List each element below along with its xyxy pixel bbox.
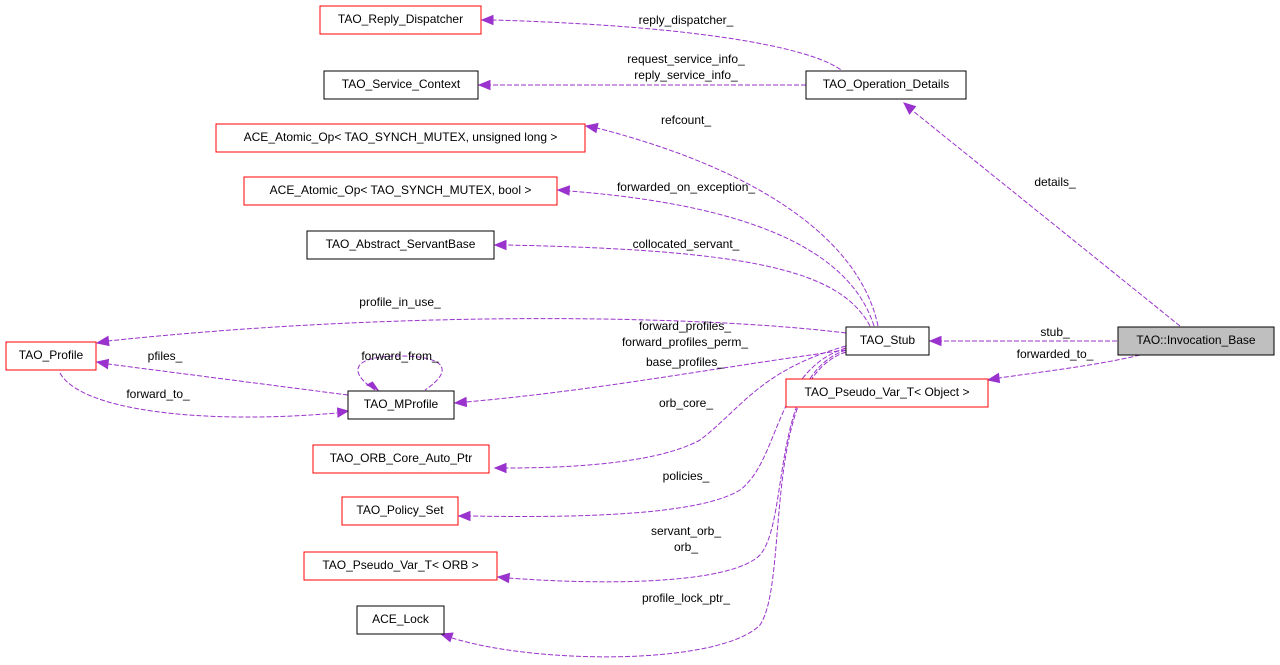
edge-forward-to: forward_to_ (59, 372, 350, 418)
edge-policies: policies_ (457, 347, 847, 522)
edge-label-collocated-servant: collocated_servant_ (633, 237, 740, 251)
edge-label-reply-service-info: reply_service_info_ (634, 68, 738, 82)
edge-profile-in-use: profile_in_use_ (95, 295, 847, 347)
node-label-pseudo-var-orb: TAO_Pseudo_Var_T< ORB > (322, 558, 478, 572)
edge-pfiles: pfiles_ (95, 349, 349, 396)
node-label-profile: TAO_Profile (19, 348, 84, 362)
edge-refcount: refcount_ (584, 113, 879, 327)
node-reply-dispatcher[interactable]: TAO_Reply_Dispatcher (319, 5, 482, 35)
edge-label-base-profiles: base_profiles_ (646, 355, 724, 369)
edge-label-request-service-info: request_service_info_ (627, 52, 745, 66)
edge-forwarded-on-exception: forwarded_on_exception_ (556, 180, 875, 327)
node-label-ace-lock: ACE_Lock (372, 612, 430, 626)
node-orb-core-auto-ptr[interactable]: TAO_ORB_Core_Auto_Ptr (312, 444, 490, 474)
edge-label-details: details_ (1034, 175, 1076, 189)
node-atomic-op-ulong[interactable]: ACE_Atomic_Op< TAO_SYNCH_MUTEX, unsigned… (215, 123, 586, 153)
edge-forwarded-to: forwarded_to_ (986, 347, 1141, 384)
edge-collocated-servant: collocated_servant_ (493, 237, 871, 327)
node-invocation-base[interactable]: TAO::Invocation_Base (1117, 326, 1275, 356)
node-label-orb-core-auto-ptr: TAO_ORB_Core_Auto_Ptr (330, 451, 473, 465)
edge-label-forwarded-to: forwarded_to_ (1017, 347, 1094, 361)
node-label-atomic-op-ulong: ACE_Atomic_Op< TAO_SYNCH_MUTEX, unsigned… (244, 130, 558, 144)
node-label-stub: TAO_Stub (860, 333, 915, 347)
node-ace-lock[interactable]: ACE_Lock (356, 605, 445, 635)
node-label-reply-dispatcher: TAO_Reply_Dispatcher (338, 12, 463, 26)
node-label-mprofile: TAO_MProfile (364, 397, 439, 411)
node-label-abstract-servantbase: TAO_Abstract_ServantBase (326, 237, 476, 251)
edge-label-forwarded-on-exception: forwarded_on_exception_ (617, 180, 755, 194)
node-stub[interactable]: TAO_Stub (845, 326, 930, 356)
node-pseudo-var-orb[interactable]: TAO_Pseudo_Var_T< ORB > (303, 551, 498, 581)
edge-label-pfiles: pfiles_ (148, 349, 183, 363)
node-profile[interactable]: TAO_Profile (5, 341, 97, 371)
edge-label-refcount: refcount_ (661, 113, 711, 127)
node-label-invocation-base: TAO::Invocation_Base (1136, 333, 1256, 347)
node-pseudo-var-object[interactable]: TAO_Pseudo_Var_T< Object > (785, 378, 989, 408)
node-policy-set[interactable]: TAO_Policy_Set (341, 496, 459, 526)
node-label-policy-set: TAO_Policy_Set (356, 503, 444, 517)
edge-profile-lock-ptr: profile_lock_ptr_ (439, 351, 847, 658)
edge-service-info: request_service_info_ reply_service_info… (477, 52, 806, 91)
edge-label-orb-core: orb_core_ (659, 396, 713, 410)
edge-label-forward-from: forward_from_ (361, 349, 439, 363)
edge-label-stub: stub_ (1040, 325, 1070, 339)
edge-label-forward-profiles-perm: forward_profiles_perm_ (622, 335, 748, 349)
node-service-context[interactable]: TAO_Service_Context (323, 70, 479, 100)
edge-label-reply-dispatcher: reply_dispatcher_ (639, 13, 734, 27)
node-operation-details[interactable]: TAO_Operation_Details (805, 70, 967, 100)
edge-label-forward-profiles: forward_profiles_ (639, 319, 731, 333)
edge-forward-profiles: forward_profiles_ forward_profiles_perm_… (453, 319, 847, 408)
node-atomic-op-bool[interactable]: ACE_Atomic_Op< TAO_SYNCH_MUTEX, bool > (243, 176, 558, 206)
node-mprofile[interactable]: TAO_MProfile (347, 390, 455, 420)
edge-label-servant-orb: servant_orb_ (651, 524, 721, 538)
node-label-operation-details: TAO_Operation_Details (823, 77, 950, 91)
edge-stub: stub_ (928, 325, 1117, 347)
edge-details: details_ (903, 102, 1181, 327)
edge-label-policies: policies_ (663, 469, 710, 483)
edge-reply-dispatcher: reply_dispatcher_ (480, 13, 847, 75)
edge-label-orb: orb_ (674, 540, 698, 554)
node-label-atomic-op-bool: ACE_Atomic_Op< TAO_SYNCH_MUTEX, bool > (270, 183, 532, 197)
edge-forward-from: forward_from_ (357, 349, 443, 392)
edge-orb-core: orb_core_ (493, 345, 847, 474)
edge-label-forward-to: forward_to_ (126, 387, 190, 401)
node-label-pseudo-var-object: TAO_Pseudo_Var_T< Object > (805, 385, 970, 399)
node-label-service-context: TAO_Service_Context (342, 77, 461, 91)
node-abstract-servantbase[interactable]: TAO_Abstract_ServantBase (306, 230, 495, 260)
edge-label-profile-in-use: profile_in_use_ (359, 295, 441, 309)
edge-label-profile-lock-ptr: profile_lock_ptr_ (642, 591, 730, 605)
